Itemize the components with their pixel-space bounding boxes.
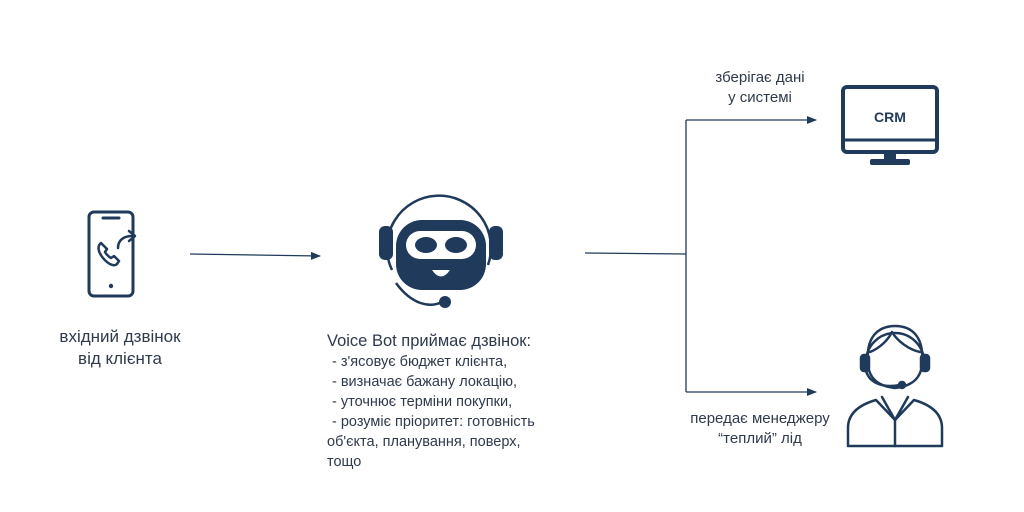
bot-item-priority: - розуміє пріоритет: готовність bbox=[332, 414, 535, 430]
branch-connector bbox=[584, 116, 817, 396]
arrow-phone-to-bot bbox=[189, 251, 321, 260]
bot-item-etc: тощо bbox=[327, 454, 362, 470]
phone-caption: вхідний дзвінок від клієнта bbox=[20, 326, 220, 370]
crm-caption-line2: у системі bbox=[728, 89, 792, 106]
bot-item-priority-cont: об'єкта, планування, поверх, bbox=[327, 434, 521, 450]
bot-item-budget: - з'ясовує бюджет клієнта, bbox=[332, 354, 508, 370]
crm-caption: зберігає дані у системі bbox=[660, 68, 860, 108]
monitor-icon: CRM bbox=[841, 85, 939, 165]
bot-item-timing: - уточнює терміни покупки, bbox=[332, 394, 513, 410]
manager-caption: передає менеджеру “теплий” лід bbox=[650, 409, 870, 449]
manager-caption-line1: передає менеджеру bbox=[690, 410, 830, 427]
phone-caption-line1: вхідний дзвінок bbox=[59, 327, 181, 346]
bot-description: Voice Bot приймає дзвінок: - з'ясовує бю… bbox=[327, 331, 535, 472]
crm-screen-label: CRM bbox=[874, 109, 906, 125]
crm-caption-line1: зберігає дані bbox=[715, 69, 805, 86]
bot-item-location: - визначає бажану локацію, bbox=[332, 374, 518, 390]
phone-forward-icon bbox=[87, 210, 137, 298]
robot-headset-icon bbox=[379, 194, 503, 308]
phone-caption-line2: від клієнта bbox=[78, 349, 162, 368]
manager-caption-line2: “теплий” лід bbox=[718, 430, 802, 447]
bot-title: Voice Bot приймає дзвінок: bbox=[327, 332, 532, 350]
operator-headset-icon bbox=[846, 324, 944, 448]
